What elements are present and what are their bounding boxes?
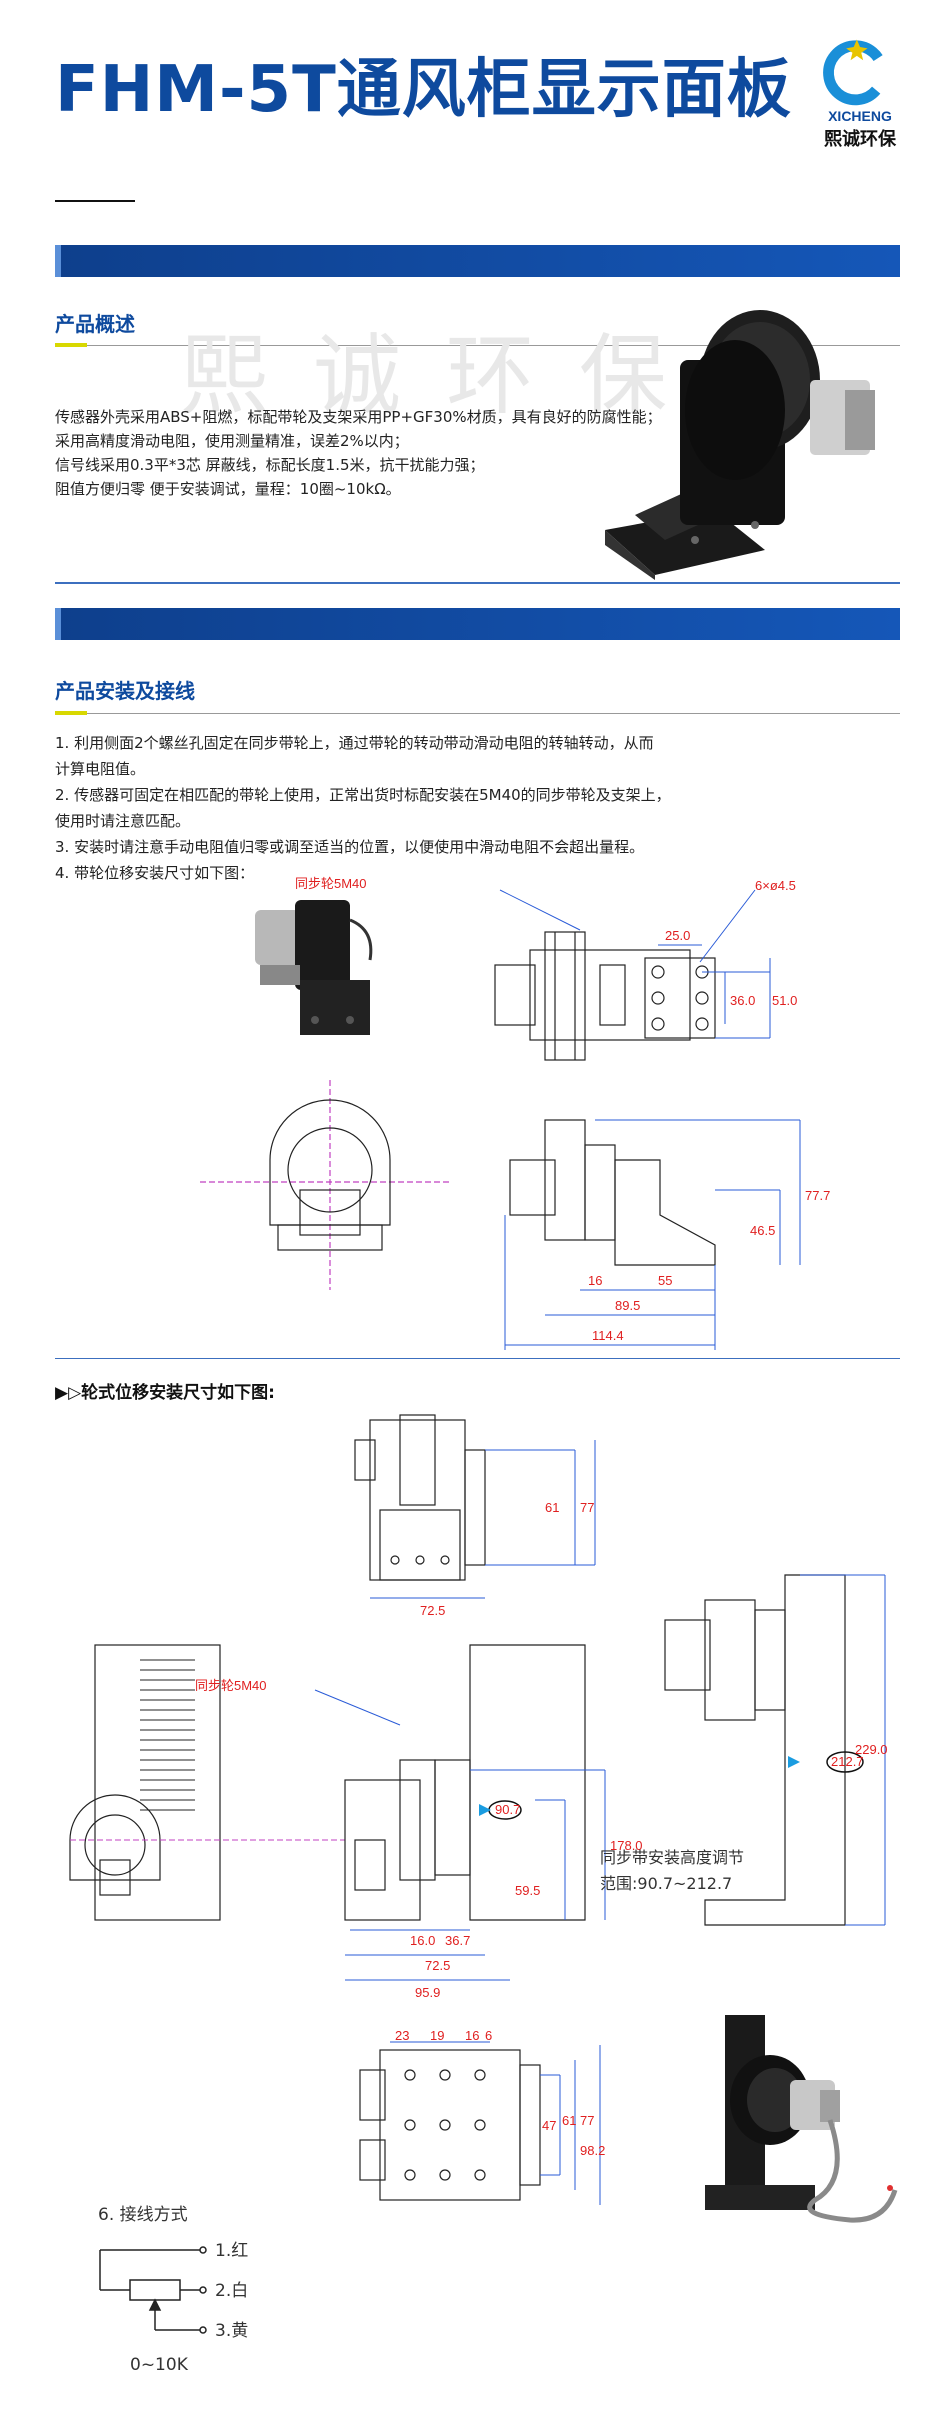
dim-label: 16.0 [410,1933,435,1948]
install-text: 1. 利用侧面2个螺丝孔固定在同步带轮上，通过带轮的转动带动滑动电阻的转轴转动，… [55,730,735,886]
dim-label: 95.9 [415,1985,440,2000]
dim-label: 61 [562,2113,576,2128]
overview-line: 采用高精度滑动电阻，使用测量精准，误差2%以内； [55,432,409,450]
product-photo-bracket [705,2015,898,2223]
install-heading: 产品安装及接线 [55,679,195,703]
section-bar-install [55,608,900,640]
dim-label: 36.7 [445,1933,470,1948]
page-title: FHM-5T通风柜显示面板 [55,53,792,127]
logo-text-en: XICHENG [828,108,892,124]
install-line: 2. 传感器可固定在相匹配的带轮上使用，正常出货时标配安装在5M40的同步带轮及… [55,786,671,804]
install-line: 计算电阻值。 [55,760,146,778]
xicheng-logo-icon [823,39,888,106]
dim-label: 55 [658,1273,672,1288]
overview-line: 传感器外壳采用ABS+阻燃，标配带轮及支架采用PP+GF30%材质，具有良好的防… [55,408,662,426]
dim-label: 6 [485,2030,492,2043]
title-underline [55,200,135,202]
resistance-range: 0~10K [130,2355,189,2375]
section-bar-overview [55,245,900,277]
dim-label: 229.0 [855,1742,888,1757]
wire-label-yellow: 3.黄 [215,2321,248,2341]
install-line: 4. 带轮位移安装尺寸如下图： [55,864,255,882]
logo-text-cn: 熙诚环保 [824,129,896,150]
install-line: 3. 安装时请注意手动电阻值归零或调至适当的位置，以便使用中滑动电阻不会超出量程… [55,838,645,856]
dim-label: 212.7 [831,1754,864,1769]
dim-label: 72.5 [425,1958,450,1973]
drawing-pulley-mount: 同步轮5M40 6×ø4.5 25.0 36.0 51.0 77.7 46.5 … [200,876,830,1350]
dim-label: 77 [580,1500,594,1515]
dim-label: 61 [545,1500,559,1515]
dim-label: 19 [430,2030,444,2043]
dim-label: 114.4 [592,1328,624,1343]
sensor-photo-small [255,900,373,1035]
install-heading-rule [55,713,900,714]
dim-label: 98.2 [580,2143,605,2158]
dim-label: 77 [580,2113,594,2128]
dim-label: 77.7 [805,1188,830,1203]
wire-label-red: 1.红 [215,2241,248,2261]
section-separator [55,582,900,584]
dim-label: 72.5 [420,1603,445,1618]
install-heading-accent [55,711,87,715]
dim-label: 23 [395,2030,409,2043]
dim-label: 178.0 [610,1838,643,1853]
wiring-heading: 6. 接线方式 [98,2205,188,2225]
product-photo-sensor [605,310,875,580]
overview-heading: 产品概述 [55,312,135,336]
overview-line: 信号线采用0.3平*3芯 屏蔽线，标配长度1.5米，抗干扰能力强； [55,456,485,474]
dim-label: 89.5 [615,1298,640,1313]
overview-heading-rule [55,345,900,346]
dim-label: 59.5 [515,1883,540,1898]
install-line: 1. 利用侧面2个螺丝孔固定在同步带轮上，通过带轮的转动带动滑动电阻的转轴转动，… [55,734,654,752]
watermark-text: 熙诚环保 [180,324,713,427]
wheel-section-heading: ▶▷轮式位移安装尺寸如下图: [55,1383,275,1403]
section-separator [55,1358,900,1359]
adjust-range: 范围:90.7~212.7 [600,1874,733,1893]
adjust-caption: 同步带安装高度调节 范围:90.7~212.7 [600,1845,744,1897]
dim-label: 46.5 [750,1223,775,1238]
label-pulley-2: 同步轮5M40 [195,1678,267,1693]
dim-label: 51.0 [772,993,797,1008]
wire-label-white: 2.白 [215,2281,248,2301]
drawing-mount-plate: 23 19 16 6 47 61 77 98.2 [359,2030,605,2205]
dim-label: 16 [588,1273,602,1288]
wiring-diagram: 1.红 2.白 3.黄 0~10K [99,2241,248,2375]
dim-label: 47 [542,2118,556,2133]
dim-label: 16 [465,2030,479,2043]
adjust-title: 同步带安装高度调节 [600,1848,745,1867]
install-line: 使用时请注意匹配。 [55,812,191,830]
label-pulley: 同步轮5M40 [295,876,367,891]
label-holes: 6×ø4.5 [755,878,796,893]
dim-label: 36.0 [730,993,755,1008]
overview-heading-accent [55,343,87,347]
dim-label: 25.0 [665,928,690,943]
overview-line: 阻值方便归零 便于安装调试，量程：10圈~10kΩ。 [55,480,401,498]
overview-text: 传感器外壳采用ABS+阻燃，标配带轮及支架采用PP+GF30%材质，具有良好的防… [55,405,662,501]
dim-label: 90.7 [495,1802,520,1817]
drawing-wheel-mount: 61 77 72.5 [69,1414,888,2000]
